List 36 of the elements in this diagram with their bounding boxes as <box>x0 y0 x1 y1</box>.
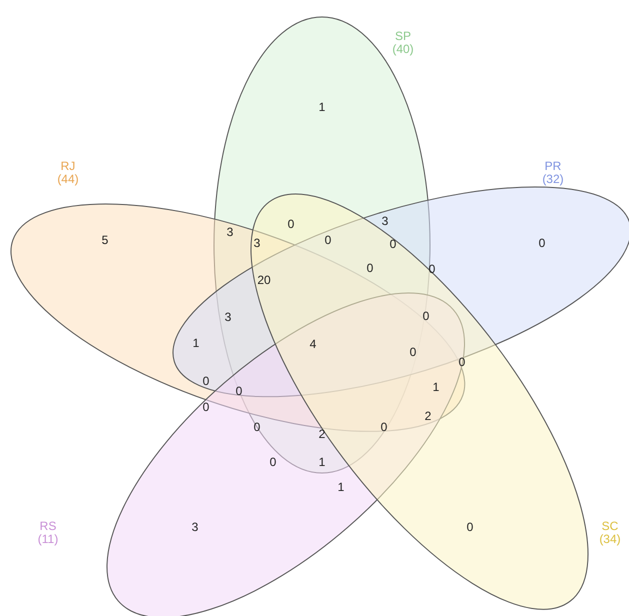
region-count: 1 <box>318 455 326 469</box>
region-count: 0 <box>390 237 396 251</box>
region-count: 3 <box>226 225 234 239</box>
region-count: 3 <box>224 310 232 324</box>
region-count: 0 <box>324 233 332 247</box>
region-count: 0 <box>538 236 546 250</box>
region-count: 0 <box>202 374 210 388</box>
region-count: 2 <box>424 409 432 423</box>
region-count: 0 <box>366 261 374 275</box>
set-label: RJ (44) <box>56 160 80 186</box>
region-count: 0 <box>466 520 474 534</box>
set-label: SC (34) <box>598 520 622 546</box>
region-count: 0 <box>202 400 210 414</box>
region-count: 0 <box>410 345 416 359</box>
region-count: 0 <box>458 355 466 369</box>
region-count: 1 <box>432 380 440 394</box>
set-label: PR (32) <box>541 160 565 186</box>
region-count: 1 <box>338 480 344 494</box>
set-label: RS (11) <box>36 520 60 546</box>
region-count: 2 <box>318 427 326 441</box>
region-count: 3 <box>382 214 388 228</box>
region-count: 1 <box>318 100 326 114</box>
region-count: 20 <box>257 273 271 287</box>
set-label: SP (40) <box>391 30 415 56</box>
region-count: 0 <box>270 455 276 469</box>
region-count: 4 <box>310 337 316 351</box>
region-count: 0 <box>288 217 294 231</box>
region-count: 1 <box>192 336 200 350</box>
region-count: 3 <box>192 520 198 534</box>
region-count: 0 <box>380 420 388 434</box>
region-count: 0 <box>428 262 436 276</box>
region-count: 0 <box>236 384 242 398</box>
region-count: 0 <box>422 309 430 323</box>
region-count: 5 <box>102 233 108 247</box>
region-count: 3 <box>254 236 260 250</box>
region-count: 0 <box>254 420 260 434</box>
